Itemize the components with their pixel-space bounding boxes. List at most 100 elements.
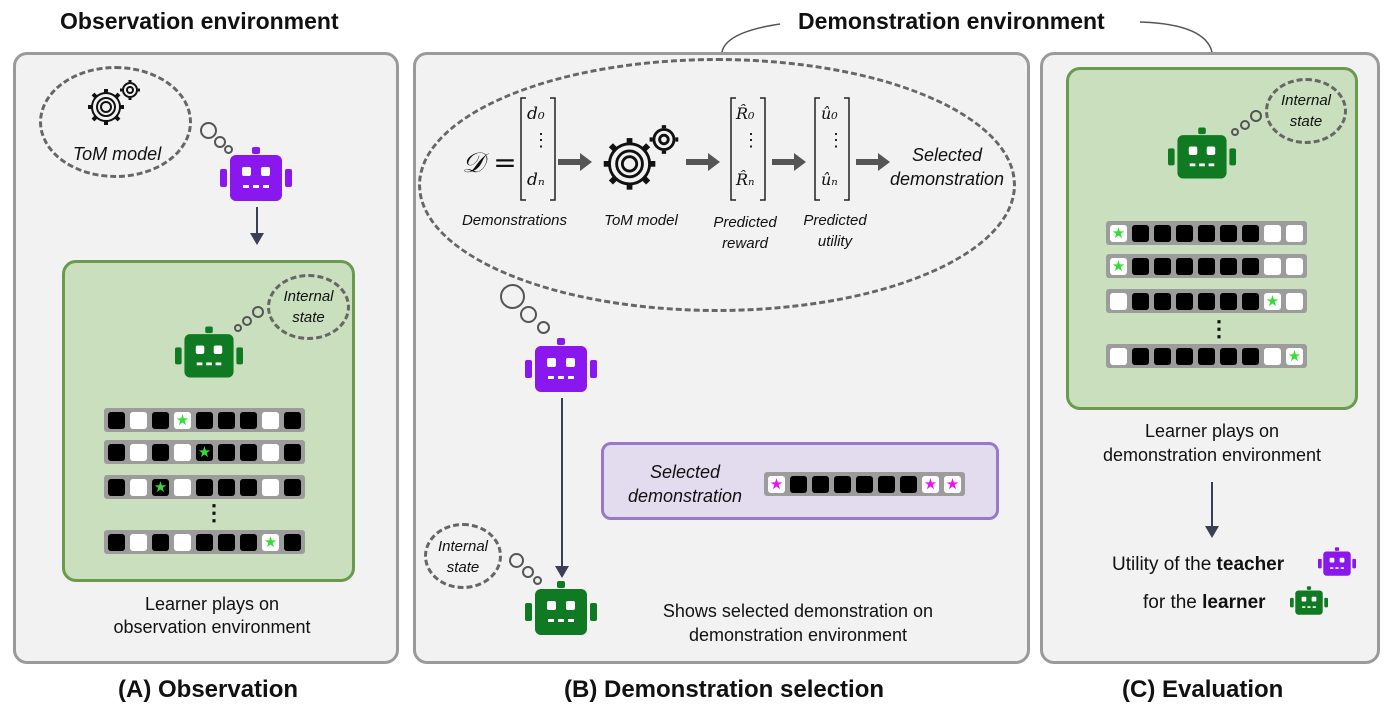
- r0-label: R̂₀: [736, 104, 755, 123]
- grid-cell: [1220, 347, 1237, 365]
- predicted-reward-line1: Predicted: [713, 214, 777, 231]
- grid-cell: [262, 443, 279, 461]
- observation-environment-title: Observation environment: [60, 8, 339, 34]
- grid-cell: [108, 411, 125, 429]
- predicted-utility-line2: utility: [817, 233, 853, 250]
- grid-cell: [130, 533, 147, 551]
- grid-cell: [240, 478, 257, 496]
- grid-cell: [1286, 257, 1303, 275]
- gears-icon: [88, 80, 140, 125]
- utility-teacher-bold: teacher: [1216, 554, 1285, 575]
- grid-cell: [1198, 257, 1215, 275]
- selected-demonstration-output: Selected demonstration: [885, 143, 1009, 191]
- environment-strip: ★: [1106, 289, 1307, 313]
- grid-cell: [174, 533, 191, 551]
- thought-bubble: [214, 136, 226, 148]
- arrow-right-icon: [686, 153, 720, 171]
- grid-cell: [1154, 292, 1171, 310]
- predicted-utility-line1: Predicted: [803, 212, 867, 229]
- thought-bubble: [1231, 128, 1239, 136]
- internal-state-line2: state: [1289, 113, 1323, 130]
- grid-ellipsis: ⋮: [1208, 316, 1230, 341]
- environment-strip: ★: [104, 475, 305, 499]
- grid-cell: [284, 411, 301, 429]
- grid-cell: [1110, 292, 1127, 310]
- learner-text-line1: Learner plays on: [144, 594, 280, 614]
- grid-cell: [1132, 224, 1149, 242]
- learner-robot-icon: [1290, 586, 1328, 615]
- grid-cell: ★: [174, 411, 191, 429]
- selected-demo-line1: Selected: [911, 145, 983, 165]
- grid-cell: [1198, 292, 1215, 310]
- internal-state-label: Internal state: [424, 536, 502, 578]
- internal-state-line1: Internal: [283, 288, 334, 305]
- grid-cell: [196, 478, 213, 496]
- grid-cell: [240, 411, 257, 429]
- predicted-reward-line2: reward: [722, 235, 768, 252]
- teacher-robot-icon: [525, 338, 597, 392]
- grid-cell: [284, 533, 301, 551]
- grid-cell: [174, 443, 191, 461]
- vdots: ⋮: [742, 130, 760, 150]
- thought-bubble: [509, 553, 524, 568]
- reward-matrix-brackets: [730, 97, 766, 201]
- grid-cell: [790, 475, 807, 493]
- grid-cell: [1242, 347, 1259, 365]
- grid-cell: [130, 411, 147, 429]
- internal-state-bubble: [267, 274, 350, 340]
- grid-cell: ★: [152, 478, 169, 496]
- learner-demonstration-text: Learner plays on demonstration environme…: [1072, 419, 1352, 467]
- star-icon: ★: [945, 475, 960, 493]
- box-selected-line1: Selected: [649, 462, 721, 482]
- grid-cell: [240, 443, 257, 461]
- utility-teacher-text: Utility of the teacher: [1112, 553, 1284, 577]
- grid-cell: ★: [944, 475, 961, 493]
- grid-cell: [1264, 347, 1281, 365]
- arrow-right-icon: [558, 153, 592, 171]
- selected-demonstration-box-label: Selected demonstration: [625, 460, 745, 508]
- grid-cell: [152, 411, 169, 429]
- demonstrations-label: Demonstrations: [461, 212, 568, 229]
- selected-demo-line2: demonstration: [889, 169, 1005, 189]
- arrow-down: [250, 207, 264, 245]
- grid-cell: [218, 411, 235, 429]
- thought-bubble: [520, 306, 537, 323]
- shows-text-line2: demonstration environment: [688, 625, 908, 645]
- grid-cell: ★: [262, 533, 279, 551]
- star-icon: ★: [1265, 292, 1280, 310]
- grid-cell: [240, 533, 257, 551]
- grid-cell: [262, 411, 279, 429]
- caption-evaluation: (C) Evaluation: [1122, 676, 1284, 703]
- grid-cell: ★: [1110, 224, 1127, 242]
- internal-state-line1: Internal: [437, 538, 489, 555]
- star-icon: ★: [923, 475, 938, 493]
- grid-cell: ★: [196, 443, 213, 461]
- grid-cell: [1132, 347, 1149, 365]
- tom-model-label-b: ToM model: [604, 212, 678, 229]
- arrow-down: [555, 398, 569, 578]
- grid-cell: [1242, 292, 1259, 310]
- grid-cell: [262, 478, 279, 496]
- grid-cell: [284, 443, 301, 461]
- grid-cell: ★: [1264, 292, 1281, 310]
- thought-bubble: [500, 284, 525, 309]
- learner-text-line1: Learner plays on: [1144, 421, 1280, 441]
- star-icon: ★: [175, 411, 190, 429]
- arrow-right-icon: [856, 153, 890, 171]
- thought-bubble: [1250, 110, 1262, 122]
- grid-cell: [1154, 224, 1171, 242]
- grid-cell: [834, 475, 851, 493]
- internal-state-bubble: [424, 523, 502, 589]
- grid-cell: [1132, 292, 1149, 310]
- grid-cell: ★: [922, 475, 939, 493]
- grid-cell: [108, 478, 125, 496]
- predicted-reward-label: Predicted reward: [702, 212, 788, 254]
- grid-cell: [878, 475, 895, 493]
- thought-bubble: [252, 306, 264, 318]
- u0-label: û₀: [821, 104, 838, 123]
- vdots: ⋮: [532, 130, 550, 150]
- learner-observation-text-2: observation environment: [92, 615, 332, 639]
- demonstration-title-brace: [721, 21, 1213, 53]
- learner-text-line2: observation environment: [113, 617, 311, 637]
- grid-cell: [218, 533, 235, 551]
